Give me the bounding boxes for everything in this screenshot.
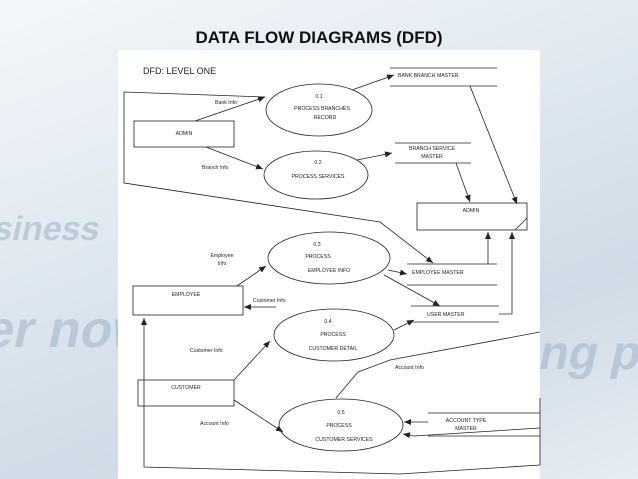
process-0-1: 0.1 PROCESS BRANCHES RECORD [265, 83, 373, 137]
flow-label: Customer Info [253, 298, 286, 304]
flow-label: Account Info [395, 365, 424, 371]
flow-label: Account Info [200, 421, 229, 427]
flow-label: Info [218, 261, 227, 267]
store-label: ACCOUNT TYPE [446, 418, 487, 424]
flow-p03-to-user-master [383, 274, 441, 307]
entity-admin-left: ADMIN [133, 120, 235, 148]
process-id: 0.2 [314, 160, 321, 166]
entity-label: CUSTOMER [171, 385, 201, 391]
flow-label: Branch Info [202, 165, 229, 171]
flow-employee-to-p03 [236, 265, 267, 287]
flow-bottom-loop [141, 318, 541, 475]
process-0-4: 0.4 PROCESS CUSTOMER DETAIL [273, 308, 395, 362]
process-id: 0.1 [315, 94, 322, 100]
entity-label: ADMIN [463, 208, 480, 214]
flow-p01-to-bank-branch [351, 74, 395, 91]
flow-customer-to-p05 [233, 399, 284, 433]
process-label: EMPLOYEE INFO [308, 268, 350, 274]
flow-label: Bank Info [215, 100, 237, 106]
store-user-master: USER MASTER [411, 305, 499, 323]
process-label: PROCESS SERVICES [292, 174, 345, 180]
process-label: PROCESS [326, 423, 352, 429]
entity-employee: EMPLOYEE [132, 285, 244, 316]
process-id: 0.3 [313, 242, 320, 248]
store-employee-master: EMPLOYEE MASTER [407, 263, 497, 286]
process-label: PROCESS BRANCHES [294, 106, 350, 112]
entity-admin-right: ADMIN [416, 202, 528, 231]
store-branch-service-master: BRANCH SERVICE MASTER [395, 142, 471, 164]
entity-label: EMPLOYEE [172, 292, 201, 298]
process-label: PROCESS [320, 332, 346, 338]
flow-label: Employee [210, 253, 233, 259]
store-label: BANK BRANCH MASTER [398, 73, 459, 79]
flow-customer-to-p04 [233, 340, 271, 381]
slide-title: DATA FLOW DIAGRAMS (DFD) [195, 28, 443, 47]
store-label: BRANCH SERVICE [409, 146, 456, 152]
flow-p03-to-employee-master [387, 269, 408, 276]
process-label: RECORD [314, 115, 337, 121]
store-label: EMPLOYEE MASTER [412, 270, 464, 276]
flow-p02-to-branch-service [356, 151, 393, 161]
flow-bank-branch-to-admin [469, 85, 518, 205]
process-0-3: 0.3 PROCESS EMPLOYEE INFO [267, 231, 391, 285]
flow-right-loop [335, 331, 541, 399]
store-label: MASTER [421, 154, 443, 160]
flow-p04-to-user-master [393, 319, 415, 331]
flow-user-to-admin [499, 232, 515, 315]
flow-admin-to-p01 [194, 96, 266, 122]
process-0-2: 0.2 PROCESS SERVICES [263, 150, 369, 200]
flow-label: Customer Info [190, 348, 223, 354]
store-bank-branch-master: BANK BRANCH MASTER [390, 67, 497, 87]
flow-right-edge-to-p05 [402, 427, 541, 439]
process-id: 0.5 [337, 410, 344, 416]
process-id: 0.4 [324, 319, 331, 325]
store-label: USER MASTER [427, 312, 465, 318]
entity-label: ADMIN [176, 131, 193, 137]
flow-left-loop [123, 91, 434, 264]
process-0-5: 0.5 PROCESS CUSTOMER SERVICES [278, 398, 404, 452]
entity-customer: CUSTOMER [137, 379, 235, 407]
store-label: MASTER [455, 426, 477, 432]
level-label: DFD: LEVEL ONE [143, 66, 216, 76]
flow-admin-to-p02 [205, 146, 264, 170]
process-label: PROCESS [305, 254, 331, 260]
process-label: CUSTOMER DETAIL [309, 346, 358, 352]
flow-branch-service-to-admin [455, 162, 471, 203]
process-label: CUSTOMER SERVICES [315, 437, 373, 443]
store-account-type-master: ACCOUNT TYPE MASTER [428, 412, 540, 437]
